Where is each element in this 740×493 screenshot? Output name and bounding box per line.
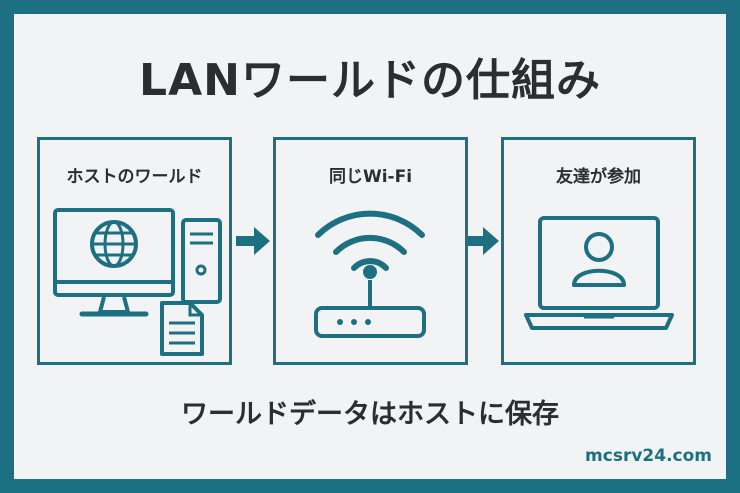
user-icon xyxy=(572,232,626,287)
router-icon xyxy=(314,280,426,338)
monitor-icon xyxy=(53,208,175,317)
panel-same-wifi: 同じWi-Fi xyxy=(273,137,468,365)
host-illustration xyxy=(53,208,222,356)
panel-same-wifi-label: 同じWi-Fi xyxy=(328,167,413,187)
diagram-title: LANワールドの仕組み xyxy=(139,55,601,106)
panel-friend-joins: 友達が参加 xyxy=(501,137,696,365)
arrow-right-icon xyxy=(465,227,499,255)
footer-caption: ワールドデータはホストに保存 xyxy=(181,399,559,430)
panel-friend-joins-label: 友達が参加 xyxy=(556,167,641,187)
laptop-illustration xyxy=(524,216,674,330)
document-icon xyxy=(160,301,204,356)
arrow-right-icon xyxy=(236,227,270,255)
wifi-dot xyxy=(363,265,377,279)
globe-icon xyxy=(90,220,138,268)
panel-host-world: ホストのワールド xyxy=(37,137,232,365)
pc-tower-icon xyxy=(181,218,222,304)
panel-host-world-label: ホストのワールド xyxy=(66,167,203,187)
wifi-illustration xyxy=(314,210,426,338)
laptop-icon xyxy=(524,216,674,330)
wifi-icon xyxy=(315,210,425,271)
site-watermark: mcsrv24.com xyxy=(585,446,712,466)
